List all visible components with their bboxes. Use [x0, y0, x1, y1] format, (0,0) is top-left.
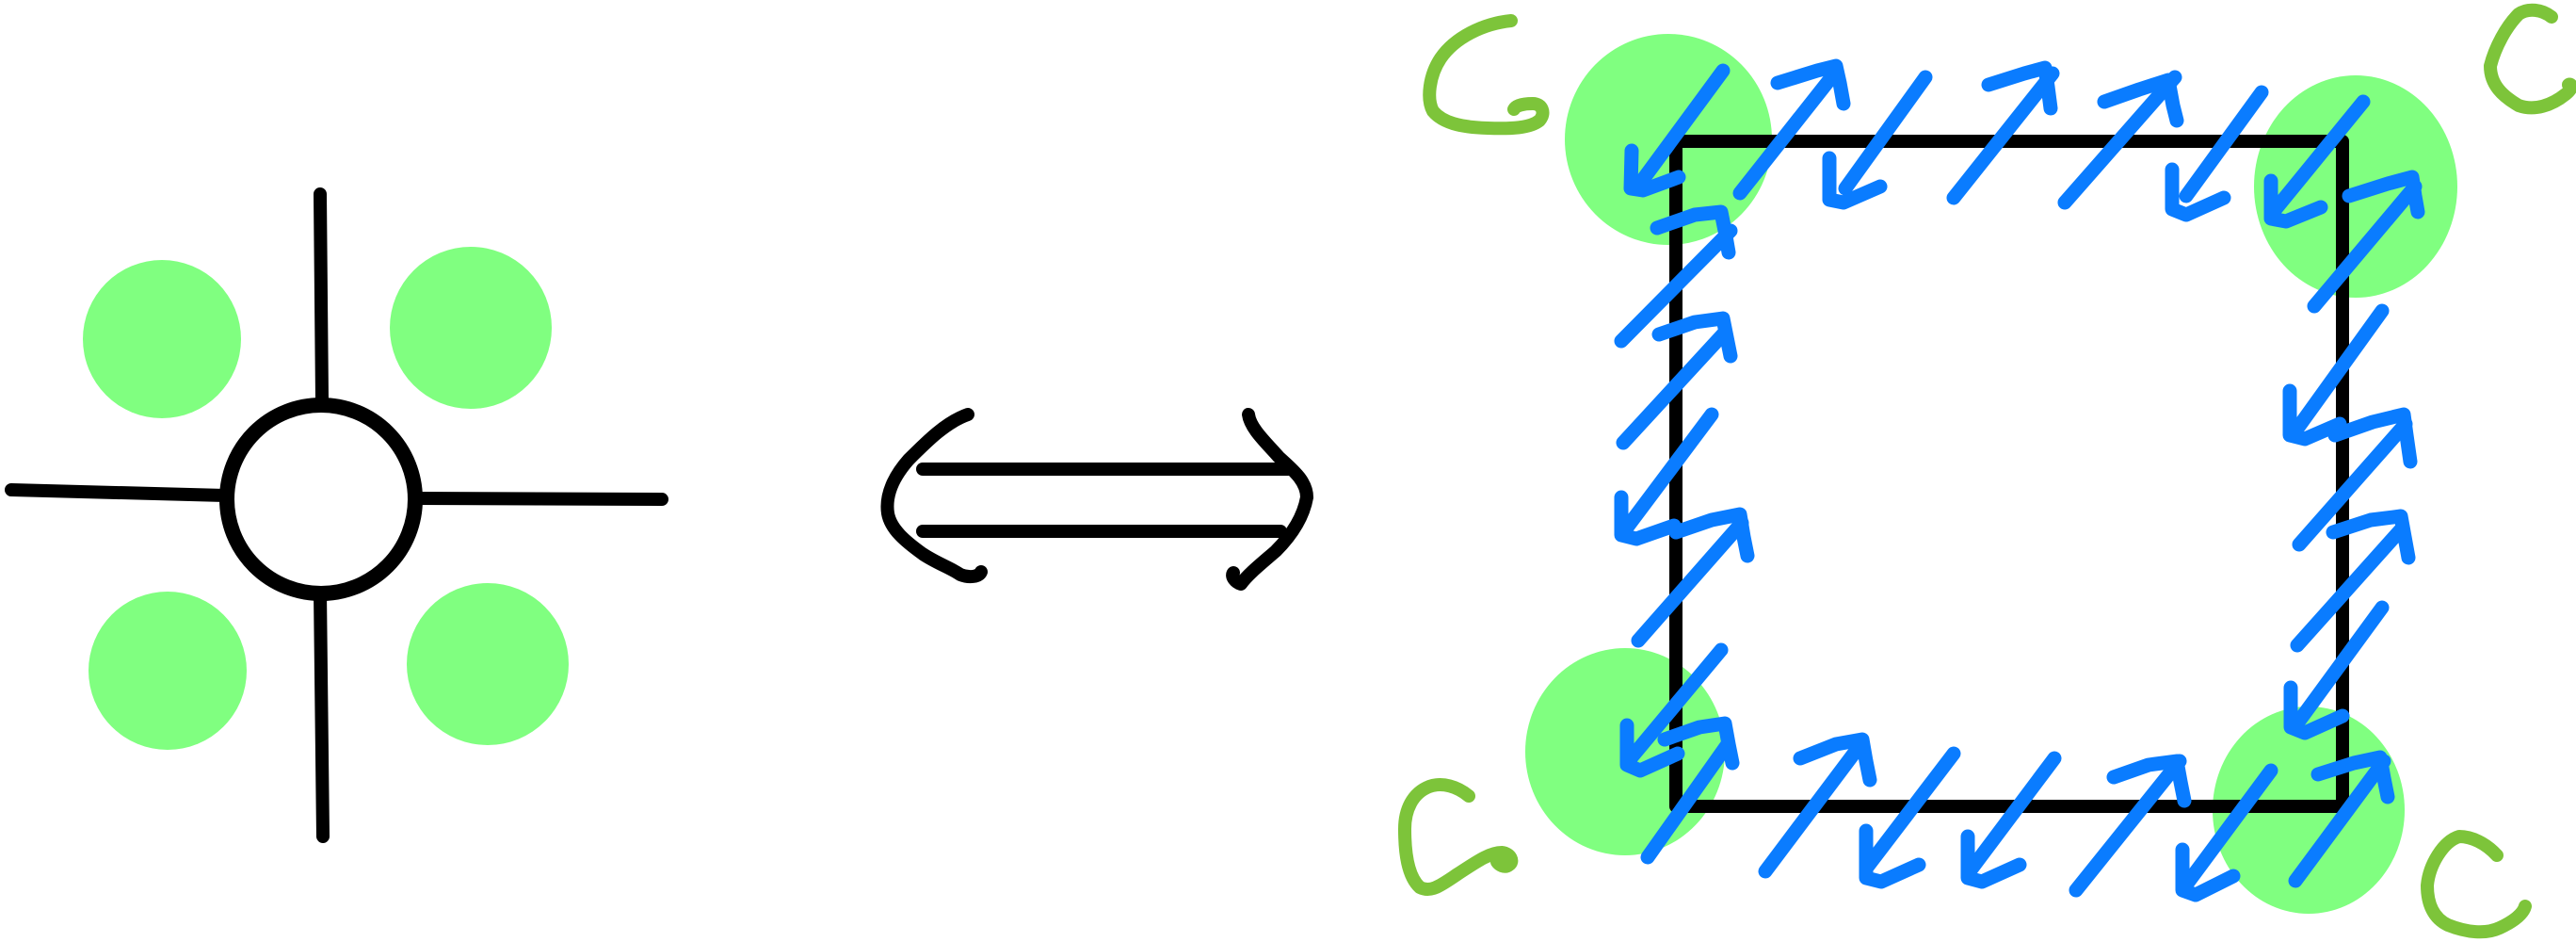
- arrow-icon: [1822, 70, 1933, 210]
- double-headed-double-arrow-icon: [880, 408, 1313, 591]
- particle-blob: [83, 260, 241, 418]
- bottom-edge-arrows: [1640, 716, 2395, 902]
- arrow-icon: [1758, 732, 1877, 879]
- arrow-icon: [1859, 746, 1961, 889]
- arrow-icon: [1614, 204, 1738, 349]
- arrow-icon: [2175, 763, 2278, 902]
- arrow-icon: [1631, 507, 1755, 648]
- vertex-leg-down: [314, 585, 330, 843]
- vertex-leg-right: [410, 492, 668, 506]
- arrow-icon: [2288, 750, 2395, 888]
- arrow-icon: [2057, 70, 2184, 210]
- arrow-icon: [1614, 407, 1719, 546]
- arrow-icon: [2165, 85, 2269, 222]
- arrow-icon: [2290, 509, 2416, 653]
- arrow-icon: [2283, 600, 2390, 740]
- corner-label-bottom-left: [1398, 778, 1519, 896]
- vertex-leg-left: [5, 483, 232, 502]
- arrow-icon: [1732, 58, 1851, 201]
- left-edge-arrows: [1614, 204, 1755, 778]
- top-edge-arrows: [1623, 58, 2269, 222]
- corner-arrow-top-right: [2263, 94, 2425, 314]
- arrow-icon: [2069, 754, 2192, 898]
- arrow-icon: [1623, 63, 1731, 198]
- particle-blob: [407, 583, 569, 745]
- vertex-circle: [219, 398, 423, 601]
- equivalence-right-head: [1226, 408, 1313, 591]
- square-lattice-diagram: [1398, 3, 2576, 939]
- particle-blob: [89, 592, 247, 750]
- particle-blob: [390, 247, 552, 409]
- corner-label-top-left: [1423, 14, 1550, 136]
- right-edge-arrows: [2282, 303, 2418, 740]
- arrow-icon: [1946, 60, 2060, 205]
- arrow-icon: [1619, 642, 1729, 778]
- equivalence-left-head: [880, 408, 988, 584]
- arrow-icon: [1616, 311, 1738, 450]
- arrow-icon: [2292, 407, 2418, 552]
- corner-label-top-right: [2484, 3, 2576, 115]
- square-outline: [1669, 135, 2349, 813]
- arrow-icon: [2282, 303, 2390, 447]
- vertex-leg-up: [314, 187, 329, 407]
- corner-label-bottom-right: [2421, 830, 2532, 939]
- arrow-icon: [1640, 716, 1740, 865]
- arrow-icon: [1960, 751, 2062, 889]
- vertex-diagram: [5, 187, 668, 843]
